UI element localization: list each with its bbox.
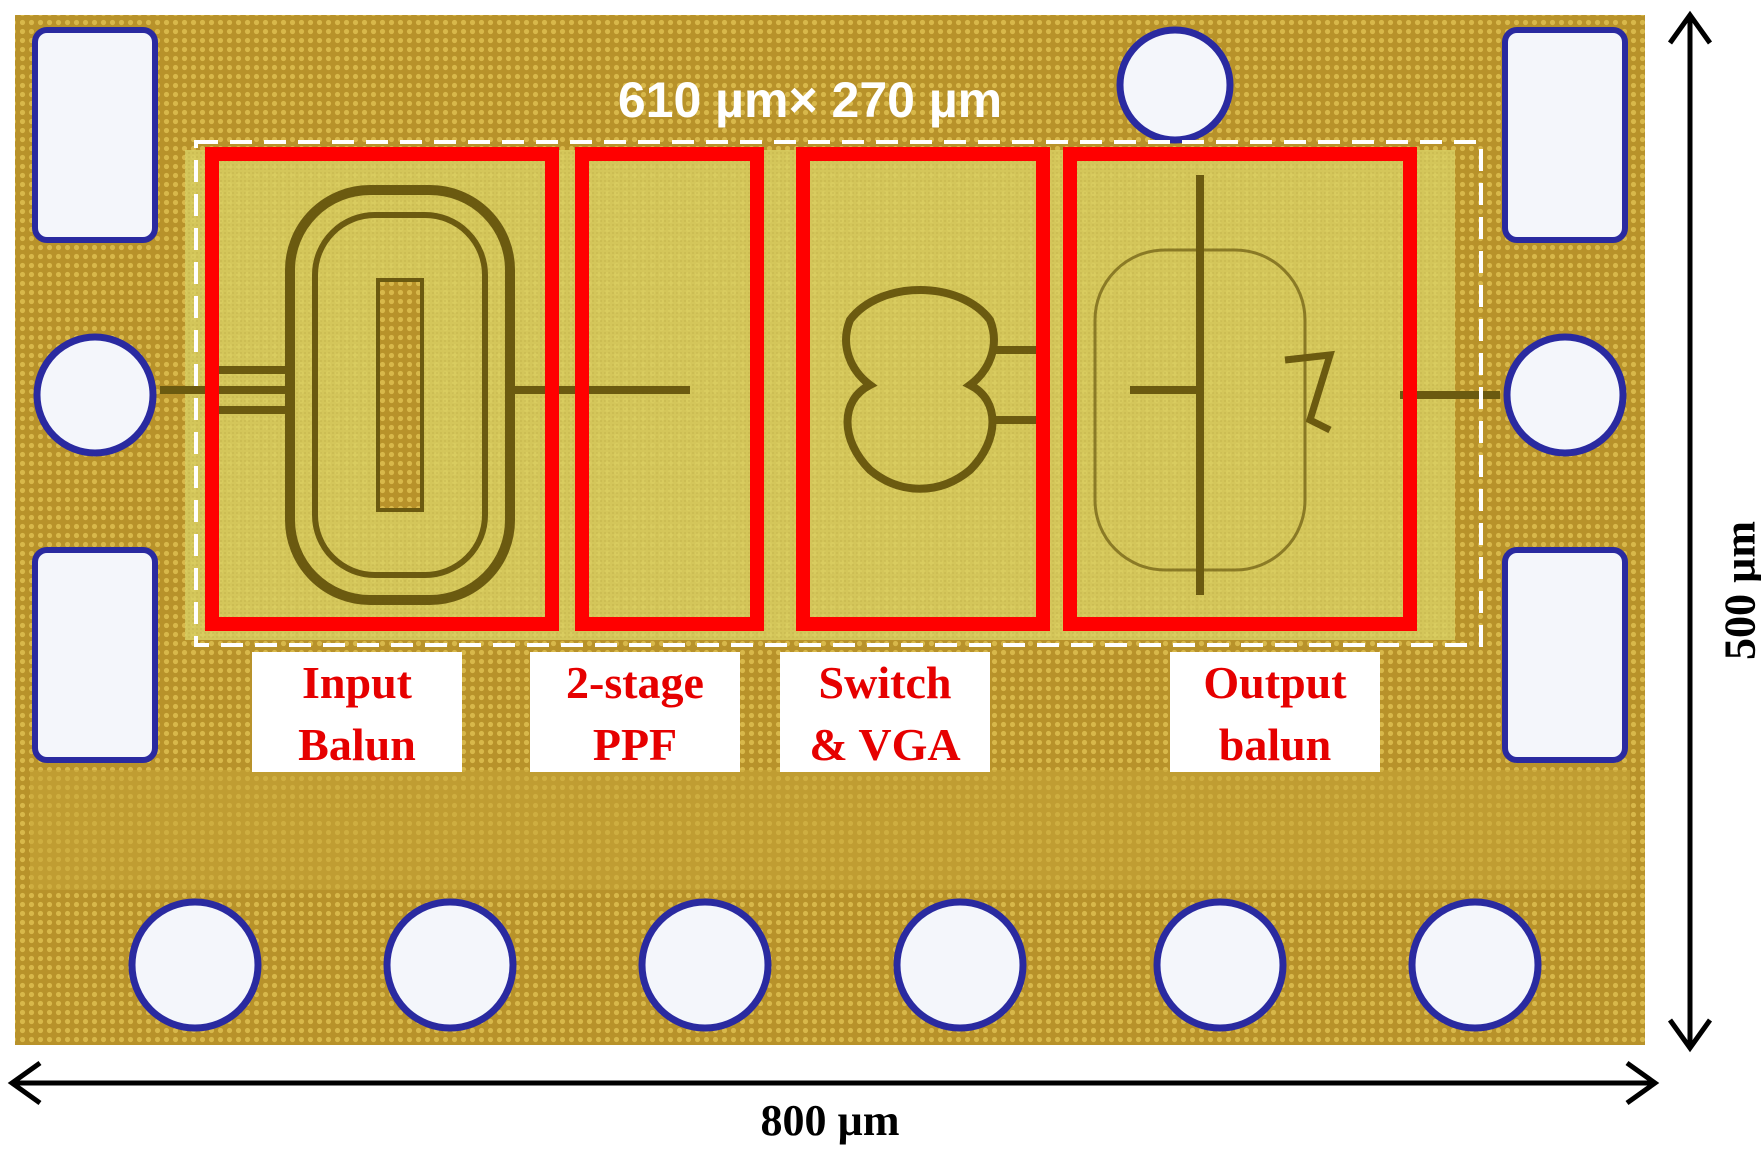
height-dimension-arrow bbox=[1670, 15, 1710, 1048]
label-2-stage-ppf: 2-stage PPF bbox=[530, 652, 740, 772]
label-input-balun: Input Balun bbox=[252, 652, 462, 772]
input-balun-core bbox=[378, 280, 422, 510]
core-area bbox=[185, 150, 1455, 640]
core-size-label: 610 µm× 270 µm bbox=[560, 70, 1060, 130]
height-dimension-label: 500 µm bbox=[1715, 491, 1761, 691]
bottom-band bbox=[30, 770, 1630, 890]
width-dimension-label: 800 µm bbox=[740, 1095, 920, 1146]
label-switch-vga: Switch & VGA bbox=[780, 652, 990, 772]
label-output-balun: Output balun bbox=[1170, 652, 1380, 772]
